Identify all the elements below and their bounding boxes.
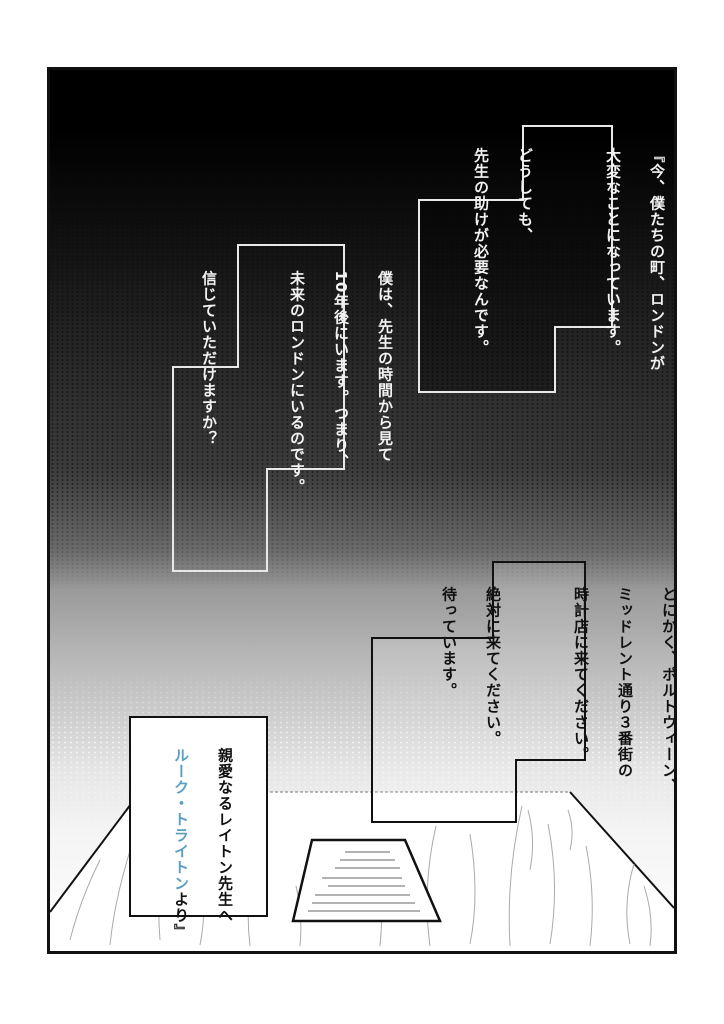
caption-4-border bbox=[129, 716, 268, 917]
caption-2-line: 未来のロンドンにいるのです。 bbox=[288, 270, 306, 495]
caption-3-line: とにかく、ポルトウィーン、 bbox=[660, 586, 678, 795]
letter-salutation: 親愛なるレイトン先生へ bbox=[216, 747, 234, 924]
caption-3-border bbox=[371, 561, 586, 823]
caption-3-line: 時計店に来てください。 bbox=[572, 586, 590, 763]
caption-3-text: とにかく、ポルトウィーン、 ミッドレント通り３番街の 時計店に来てください。 絶… bbox=[438, 574, 702, 814]
caption-1-text: 『今、僕たちの町、ロンドンが 大変なことになっています。 どうしても、 先生の助… bbox=[470, 135, 690, 385]
caption-2-line: 10年後にいます。つまり、 bbox=[332, 270, 350, 470]
caption-1-line: 先生の助けが必要なんです。 bbox=[472, 147, 490, 356]
caption-1-line: 大変なことになっています。 bbox=[604, 147, 622, 356]
caption-3-line: ミッドレント通り３番街の bbox=[616, 586, 634, 779]
caption-1-line: どうしても、 bbox=[516, 147, 534, 244]
signature-name: ルーク・トライトン bbox=[172, 747, 190, 892]
caption-3-line: 絶対に来てください。 bbox=[484, 586, 502, 747]
letter-paper bbox=[291, 838, 442, 923]
caption-4-text: 親愛なるレイトン先生へ ルーク・トライトンより』 bbox=[170, 735, 258, 939]
caption-1-border bbox=[418, 125, 613, 393]
caption-2-border bbox=[172, 244, 345, 572]
caption-2-text: 僕は、先生の時間から見て 10年後にいます。つまり、 未来のロンドンにいるのです… bbox=[198, 258, 418, 558]
caption-2-line: 僕は、先生の時間から見て bbox=[376, 270, 394, 463]
stipple-shading bbox=[50, 170, 674, 590]
caption-2-line: 信じていただけますか？ bbox=[200, 270, 218, 447]
caption-3-line: 待っています。 bbox=[440, 586, 458, 699]
signature-suffix: より』 bbox=[172, 891, 190, 940]
letter-handwriting bbox=[308, 851, 420, 912]
caption-1-line: 『今、僕たちの町、ロンドンが bbox=[648, 147, 666, 372]
